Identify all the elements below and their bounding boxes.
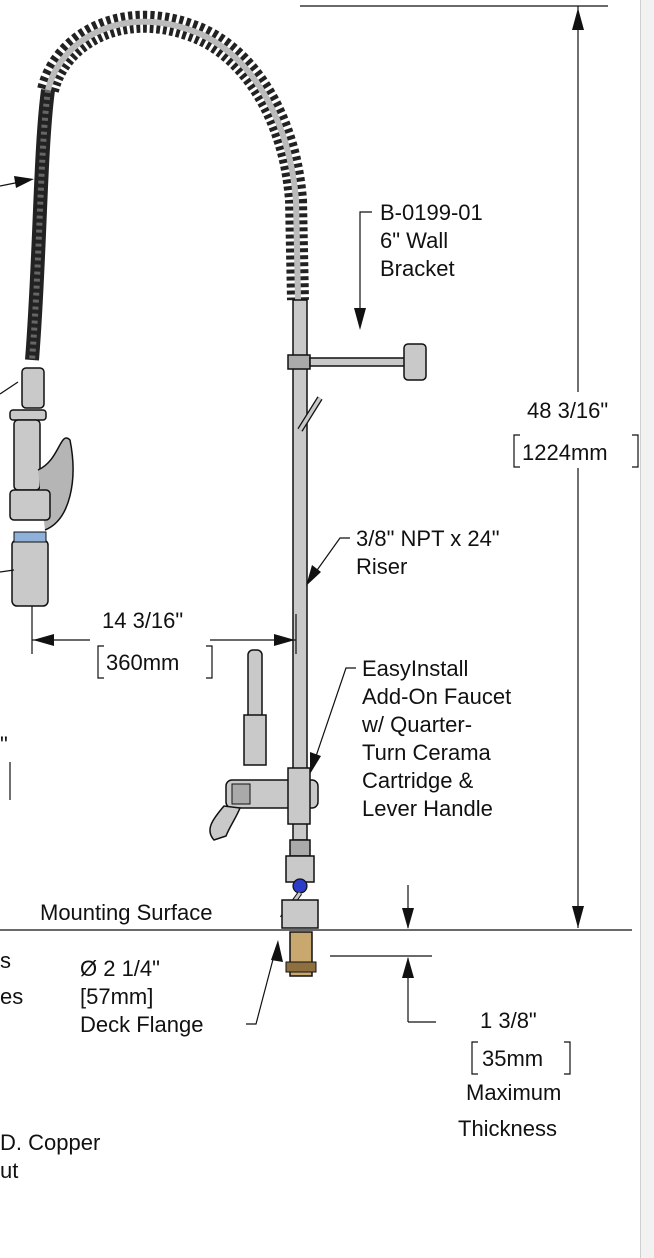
height-imperial: 48 3/16" — [527, 398, 608, 423]
cropped-left-labels: s es " D. Copper ut — [0, 732, 100, 1183]
bracket-name: Bracket — [380, 256, 455, 281]
addon-line-3: w/ Quarter- — [361, 712, 472, 737]
deck-flange-label: Ø 2 1/4" [57mm] Deck Flange — [80, 956, 204, 1037]
pre-rinse-faucet-illustration — [9, 10, 427, 977]
partial-bottom-text-2: ut — [0, 1158, 18, 1183]
addon-line-5: Cartridge & — [362, 768, 474, 793]
addon-line-2: Add-On Faucet — [362, 684, 511, 709]
thickness-imperial: 1 3/8" — [480, 1008, 537, 1033]
partial-bottom-text-1: D. Copper — [0, 1130, 100, 1155]
height-metric: 1224mm — [522, 440, 608, 465]
mounting-surface-label: Mounting Surface — [40, 900, 212, 925]
riser-spec: 3/8" NPT x 24" — [356, 526, 500, 551]
addon-line-1: EasyInstall — [362, 656, 468, 681]
dimension-lines — [0, 5, 632, 1025]
flange-metric: [57mm] — [80, 984, 153, 1009]
metric-brackets — [97, 434, 639, 1075]
bracket-part-number: B-0199-01 — [380, 200, 483, 225]
thickness-label: 1 3/8" 35mm Maximum Thickness — [458, 1008, 561, 1141]
partial-left-text-3: " — [0, 732, 8, 757]
addon-line-6: Lever Handle — [362, 796, 493, 821]
addon-faucet-label: EasyInstall Add-On Faucet w/ Quarter- Tu… — [361, 656, 511, 821]
thickness-word: Thickness — [458, 1116, 557, 1141]
flange-name: Deck Flange — [80, 1012, 204, 1037]
faucet-diagram: B-0199-01 6" Wall Bracket 48 3/16" 1224m… — [0, 5, 639, 1183]
flange-diameter: Ø 2 1/4" — [80, 956, 160, 981]
bracket-size: 6" Wall — [380, 228, 448, 253]
overall-height-label: 48 3/16" 1224mm — [522, 398, 608, 465]
thickness-maximum: Maximum — [466, 1080, 561, 1105]
thickness-metric: 35mm — [482, 1046, 543, 1071]
reach-metric: 360mm — [106, 650, 179, 675]
bracket-label: B-0199-01 6" Wall Bracket — [380, 200, 483, 281]
riser-name: Riser — [356, 554, 407, 579]
reach-imperial: 14 3/16" — [102, 608, 183, 633]
riser-label: 3/8" NPT x 24" Riser — [356, 526, 500, 579]
reach-label: 14 3/16" 360mm — [102, 608, 183, 675]
right-scroll-strip — [640, 0, 654, 1258]
partial-left-text-1: s — [0, 948, 11, 973]
addon-line-4: Turn Cerama — [362, 740, 492, 765]
partial-left-text-2: es — [0, 984, 23, 1009]
